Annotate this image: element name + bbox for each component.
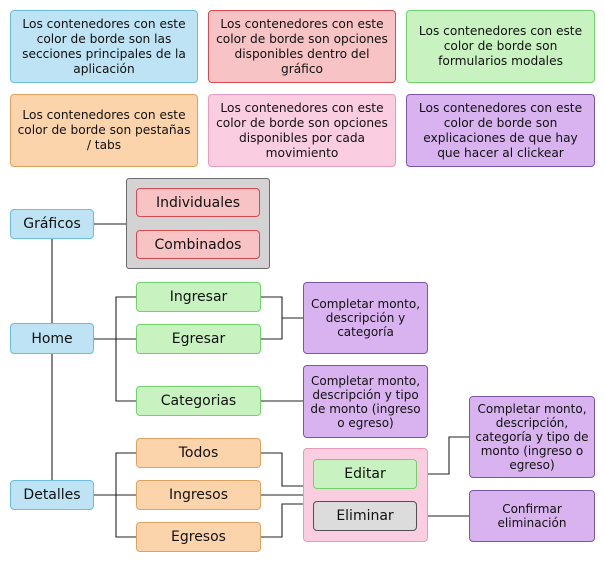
section-detalles: Detalles [10,480,94,510]
modal-egresar: Egresar [136,324,261,354]
tab-ingresos-label: Ingresos [168,487,229,503]
legend-green: Los contenedores con este color de borde… [406,10,595,83]
legend-purple-text: Los contenedores con este color de borde… [418,100,583,160]
explanation-ingresar-egresar: Completar monto, descripción y categoría [303,282,428,354]
chart-option-individuales: Individuales [136,188,260,217]
explanation-categorias-text: Completar monto, descripción y tipo de m… [310,373,421,430]
chart-option-individuales-label: Individuales [155,194,241,211]
legend-pink-text: Los contenedores con este color de borde… [216,100,388,160]
modal-categorias: Categorias [136,386,261,416]
explanation-editar: Completar monto, descripción, categoría … [469,396,595,478]
section-graficos: Gráficos [10,209,94,239]
explanation-eliminar: Confirmar eliminación [469,490,595,542]
tab-egresos: Egresos [136,522,261,552]
legend-purple: Los contenedores con este color de borde… [406,94,595,167]
legend-green-text: Los contenedores con este color de borde… [418,24,583,68]
legend-red: Los contenedores con este color de borde… [208,10,396,83]
tab-todos: Todos [136,438,261,468]
legend-red-text: Los contenedores con este color de borde… [216,16,388,76]
explanation-ingresar-egresar-text: Completar monto, descripción y categoría [310,297,421,339]
section-graficos-label: Gráficos [23,216,81,232]
tab-egresos-label: Egresos [171,529,226,545]
movement-option-editar: Editar [313,459,417,489]
chart-option-combinados-label: Combinados [154,236,242,253]
modal-ingresar: Ingresar [136,282,261,312]
legend-orange: Los contenedores con este color de borde… [10,94,198,167]
section-home-label: Home [31,330,73,347]
explanation-categorias: Completar monto, descripción y tipo de m… [303,365,428,438]
modal-categorias-label: Categorias [160,393,237,409]
legend-blue: Los contenedores con este color de borde… [10,10,198,83]
movement-option-eliminar: Eliminar [313,501,417,531]
tab-ingresos: Ingresos [136,480,261,510]
tab-todos-label: Todos [178,445,219,461]
movement-option-editar-label: Editar [344,466,386,482]
explanation-editar-text: Completar monto, descripción, categoría … [475,402,589,472]
legend-blue-text: Los contenedores con este color de borde… [22,16,186,76]
chart-option-combinados: Combinados [136,230,260,259]
explanation-eliminar-text: Confirmar eliminación [497,502,567,530]
modal-egresar-label: Egresar [171,331,226,347]
legend-orange-text: Los contenedores con este color de borde… [17,108,191,152]
legend-pink: Los contenedores con este color de borde… [208,94,396,167]
modal-ingresar-label: Ingresar [169,289,228,305]
movement-option-eliminar-label: Eliminar [336,508,394,524]
section-home: Home [10,323,94,354]
section-detalles-label: Detalles [23,487,81,503]
